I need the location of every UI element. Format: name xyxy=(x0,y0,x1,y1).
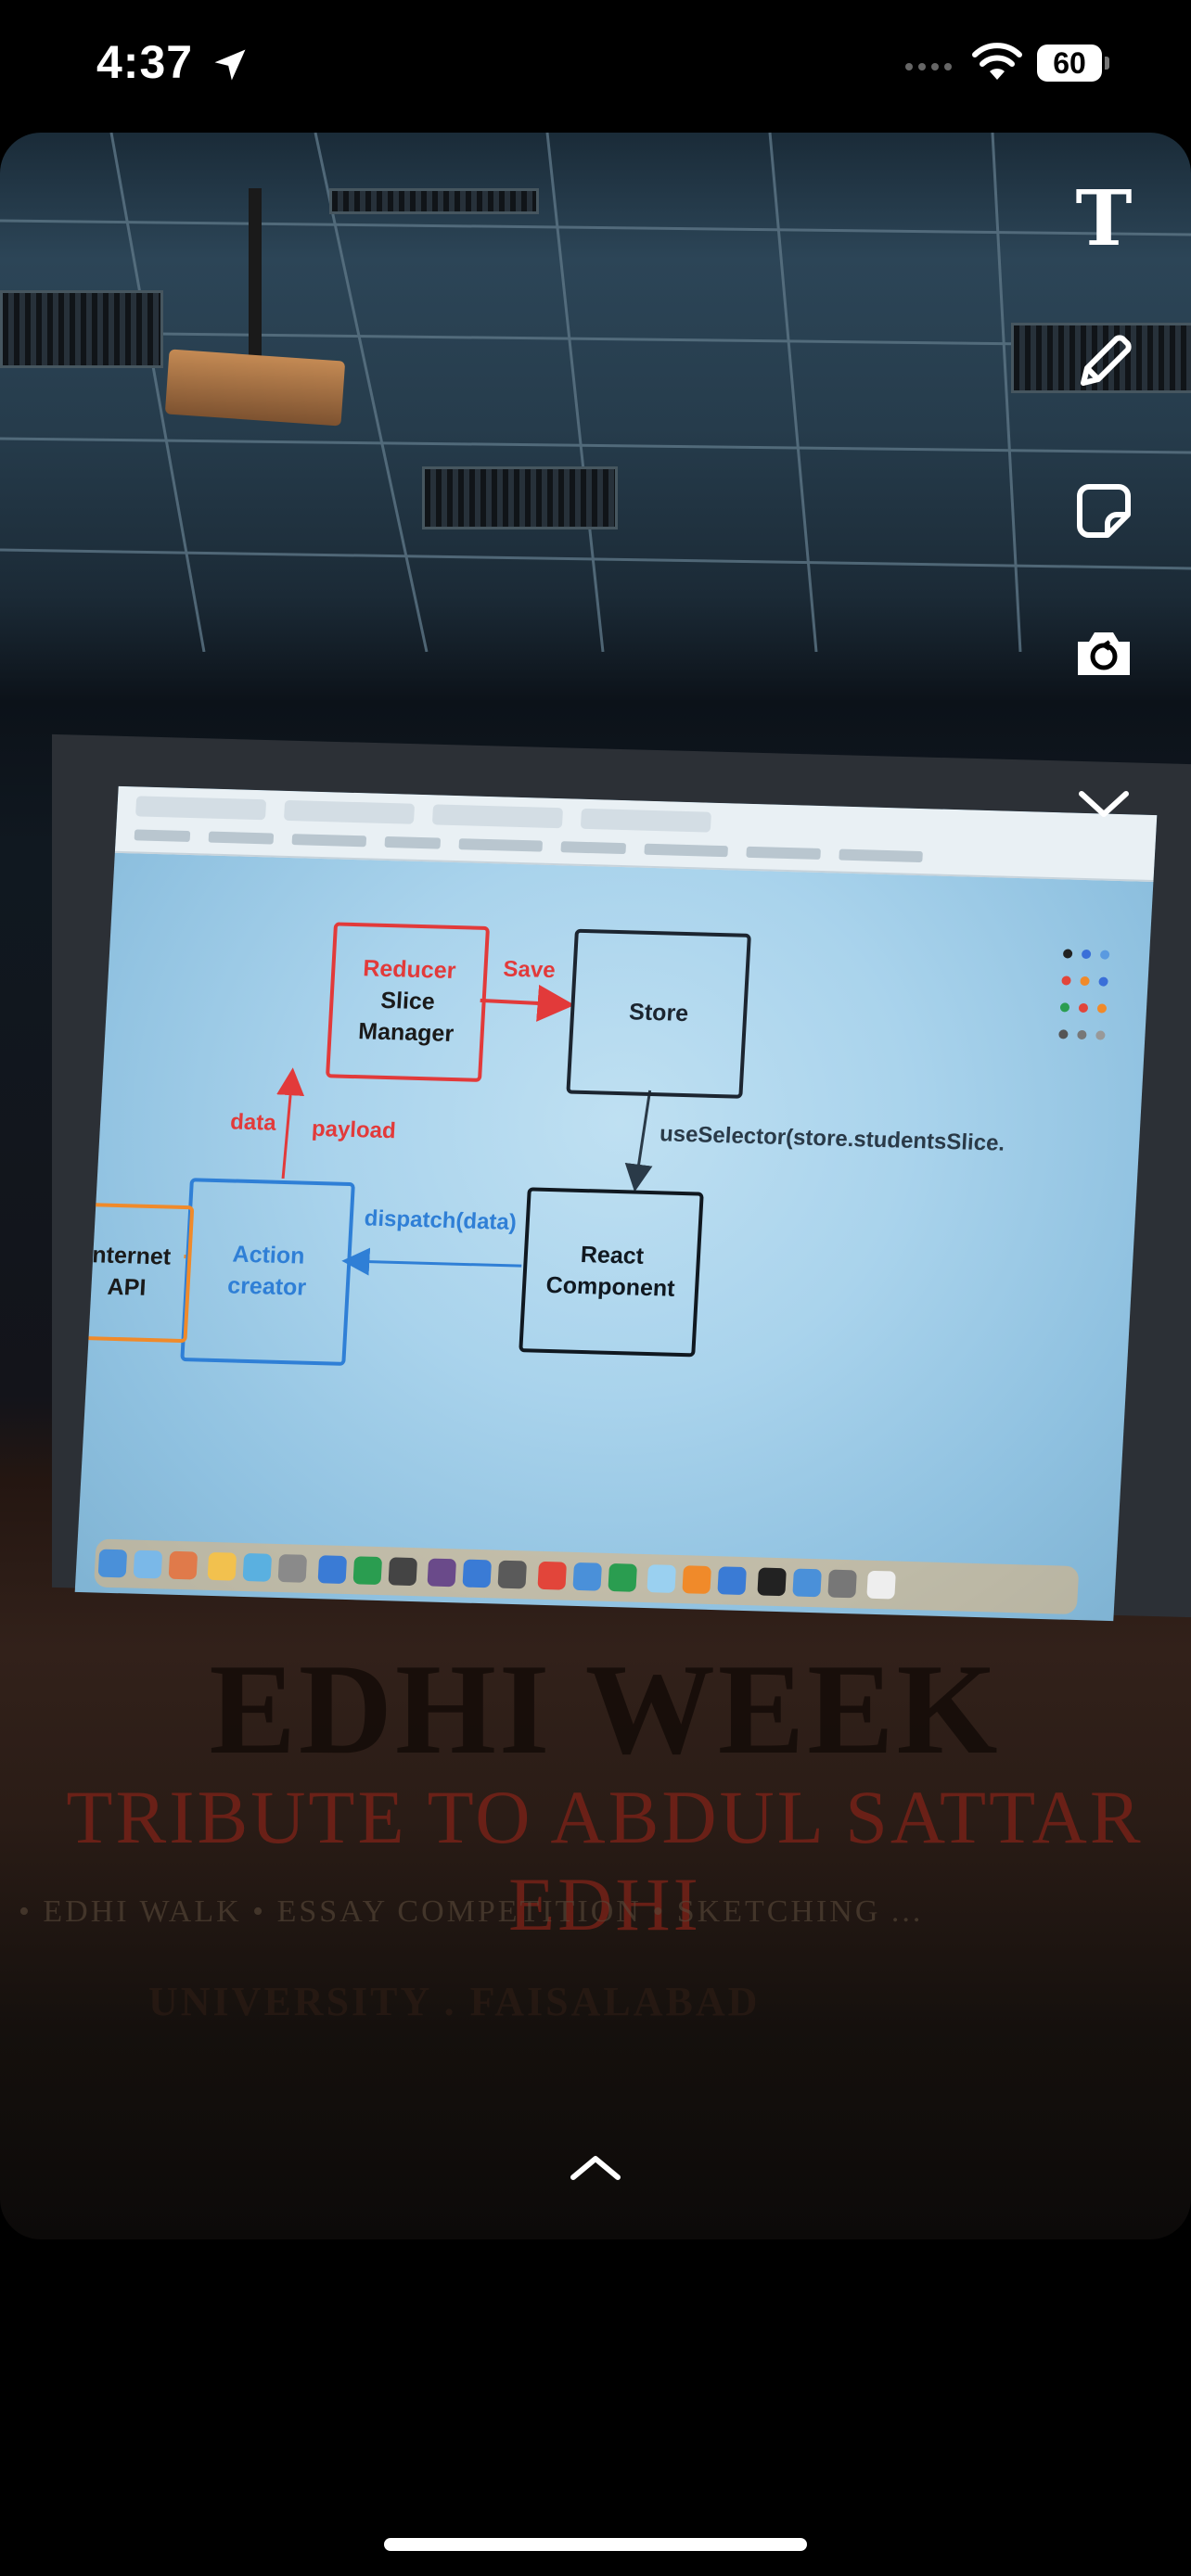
store-label: Store xyxy=(628,999,689,1027)
ceiling-vent xyxy=(422,466,618,529)
battery-level: 60 xyxy=(1037,45,1102,82)
react-line1: React xyxy=(580,1242,645,1270)
action-line1: Action xyxy=(231,1241,306,1269)
ceiling-vent xyxy=(0,290,163,368)
edge-label-payload: payload xyxy=(311,1116,397,1144)
react-line2: Component xyxy=(544,1271,676,1302)
api-line1: Internet xyxy=(84,1242,172,1270)
ceiling-vent xyxy=(329,188,539,214)
reducer-line1: Slice xyxy=(379,987,436,1015)
projector-mount xyxy=(249,188,262,364)
status-bar: 4:37 60 xyxy=(0,0,1191,130)
chevron-up-icon[interactable] xyxy=(568,2151,623,2185)
diagram-arrows xyxy=(184,984,653,1276)
cellular-signal-icon xyxy=(905,63,952,70)
battery-indicator: 60 xyxy=(1037,45,1111,82)
banner-university: UNIVERSITY . FAISALABAD xyxy=(148,1979,761,2024)
banner-subtitle: TRIBUTE TO ABDUL SATTAR EDHI xyxy=(66,1775,1144,1946)
ceiling-tiles xyxy=(0,133,1191,653)
projector xyxy=(164,349,346,427)
diagram-node-action-creator: Action creator xyxy=(180,1178,355,1366)
camera-effects-button[interactable] xyxy=(1070,621,1137,688)
projected-slide: Reducer Slice Manager Store React Compon… xyxy=(74,785,1158,1622)
pencil-icon xyxy=(1081,335,1132,386)
diagram-node-store: Store xyxy=(566,928,751,1099)
diagram-node-reducer: Reducer Slice Manager xyxy=(325,922,491,1082)
banner-headline: EDHI WEEK xyxy=(209,1638,1001,1781)
draw-tool-button[interactable] xyxy=(1070,329,1137,396)
wifi-icon xyxy=(972,43,1022,80)
status-time: 4:37 xyxy=(96,36,194,88)
api-line2: API xyxy=(106,1273,147,1301)
edge-label-dispatch: dispatch(data) xyxy=(364,1205,518,1235)
edge-label-save: Save xyxy=(502,956,557,984)
action-line2: creator xyxy=(226,1272,307,1301)
battery-nub xyxy=(1105,57,1109,70)
edge-label-data: data xyxy=(229,1109,277,1136)
camera-refresh-icon xyxy=(1078,632,1130,675)
photo-canvas[interactable]: Reducer Slice Manager Store React Compon… xyxy=(0,133,1191,2239)
diagram-node-react-component: React Component xyxy=(519,1187,704,1358)
sticker-icon xyxy=(1077,484,1131,538)
home-indicator[interactable] xyxy=(384,2538,807,2551)
banner-items: • EDHI WALK • ESSAY COMPETITION • SKETCH… xyxy=(19,1894,924,1929)
reducer-line2: Manager xyxy=(357,1018,455,1047)
chevron-down-icon xyxy=(1079,791,1129,817)
location-arrow-icon xyxy=(214,49,246,81)
more-tools-button[interactable] xyxy=(1070,770,1137,836)
text-tool-button[interactable]: T xyxy=(1075,174,1133,263)
reducer-title: Reducer xyxy=(362,955,457,985)
sticker-tool-button[interactable] xyxy=(1070,478,1137,544)
